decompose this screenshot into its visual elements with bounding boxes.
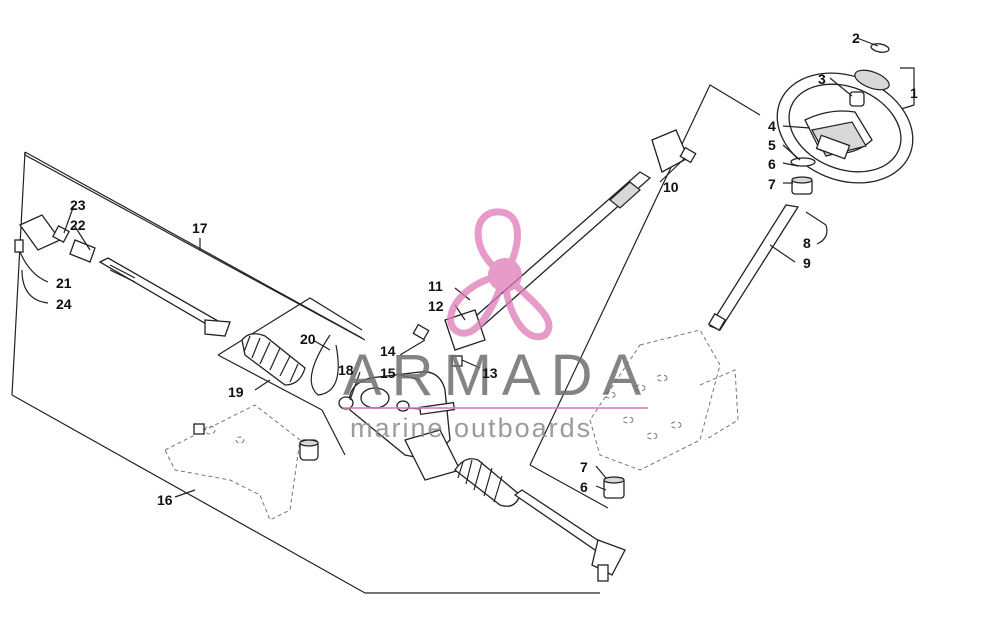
tie-rod-left — [14, 214, 231, 337]
leader-lines — [19, 37, 879, 498]
column-mount-plate — [589, 329, 739, 471]
callout-21: 21 — [56, 275, 72, 291]
boot-left — [241, 333, 306, 386]
callout-1: 1 — [910, 85, 918, 101]
watermark-brand: ARMADA — [343, 343, 651, 408]
callout-8: 8 — [803, 235, 811, 251]
callout-9: 9 — [803, 255, 811, 271]
steering-wheel-cap — [849, 43, 890, 107]
callout-11: 11 — [428, 278, 443, 294]
callout-19: 19 — [228, 384, 244, 400]
intermediate-shaft — [412, 129, 697, 367]
callouts: 1 2 3 4 5 6 7 8 9 10 11 12 13 14 15 16 1… — [56, 30, 918, 508]
callout-18: 18 — [338, 362, 354, 378]
callout-23: 23 — [70, 197, 86, 213]
callout-3: 3 — [818, 71, 826, 87]
rack-mount-bracket — [164, 404, 319, 521]
callout-20: 20 — [300, 331, 316, 347]
callout-13: 13 — [482, 365, 498, 381]
washer-stack — [790, 157, 816, 195]
callout-24: 24 — [56, 296, 72, 312]
callout-12: 12 — [428, 298, 444, 314]
steering-wheel — [776, 72, 914, 184]
callout-6: 6 — [768, 156, 776, 172]
column-bushing — [603, 476, 625, 499]
callout-14: 14 — [380, 343, 396, 359]
callout-10: 10 — [663, 179, 679, 195]
callout-4: 4 — [768, 118, 776, 134]
boot-right — [454, 458, 521, 507]
callout-7-lower: 7 — [580, 459, 588, 475]
callout-2: 2 — [852, 30, 860, 46]
steering-column — [707, 204, 827, 332]
callout-16: 16 — [157, 492, 173, 508]
propeller-logo — [447, 208, 553, 341]
callout-22: 22 — [70, 217, 86, 233]
rack-housing — [348, 371, 461, 481]
tie-rod-right — [513, 489, 626, 582]
watermark-tagline: marine outboards — [350, 413, 592, 443]
callout-7: 7 — [768, 176, 776, 192]
callout-17: 17 — [192, 220, 208, 236]
callout-15: 15 — [380, 365, 396, 381]
callout-5: 5 — [768, 137, 776, 153]
group-frame-lines — [11, 67, 915, 594]
callout-6-lower: 6 — [580, 479, 588, 495]
watermark: ARMADA marine outboards — [343, 208, 651, 443]
boot-clamp — [310, 334, 339, 396]
